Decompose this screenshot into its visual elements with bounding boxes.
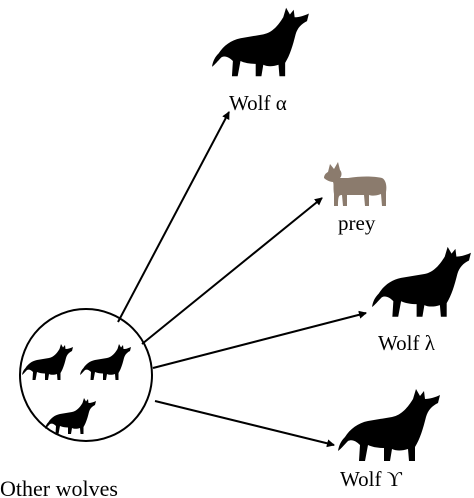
wolf-alpha-icon	[212, 7, 309, 77]
arrow-to-lambda	[152, 310, 367, 369]
wolf-lambda-icon	[372, 246, 471, 317]
wolf-howling-icon	[80, 344, 131, 380]
wolf-lambda-label: Wolf λ	[378, 331, 435, 355]
wolf-howling-icon	[22, 344, 73, 380]
edges	[117, 111, 367, 448]
goat-icon	[324, 162, 387, 206]
arrow-to-gamma	[154, 400, 335, 448]
wolf-howling-icon	[45, 398, 96, 434]
wolf-gamma-label: Wolf ϒ	[340, 467, 402, 491]
wolf-alpha-label: Wolf α	[229, 91, 287, 115]
wolf-gamma-icon	[338, 389, 440, 461]
arrow-to-alpha	[117, 111, 230, 323]
prey-label: prey	[338, 211, 376, 235]
other-wolves-circle	[19, 308, 153, 442]
arrow-to-prey	[141, 197, 323, 345]
other-wolves-label: Other wolves	[0, 476, 118, 498]
